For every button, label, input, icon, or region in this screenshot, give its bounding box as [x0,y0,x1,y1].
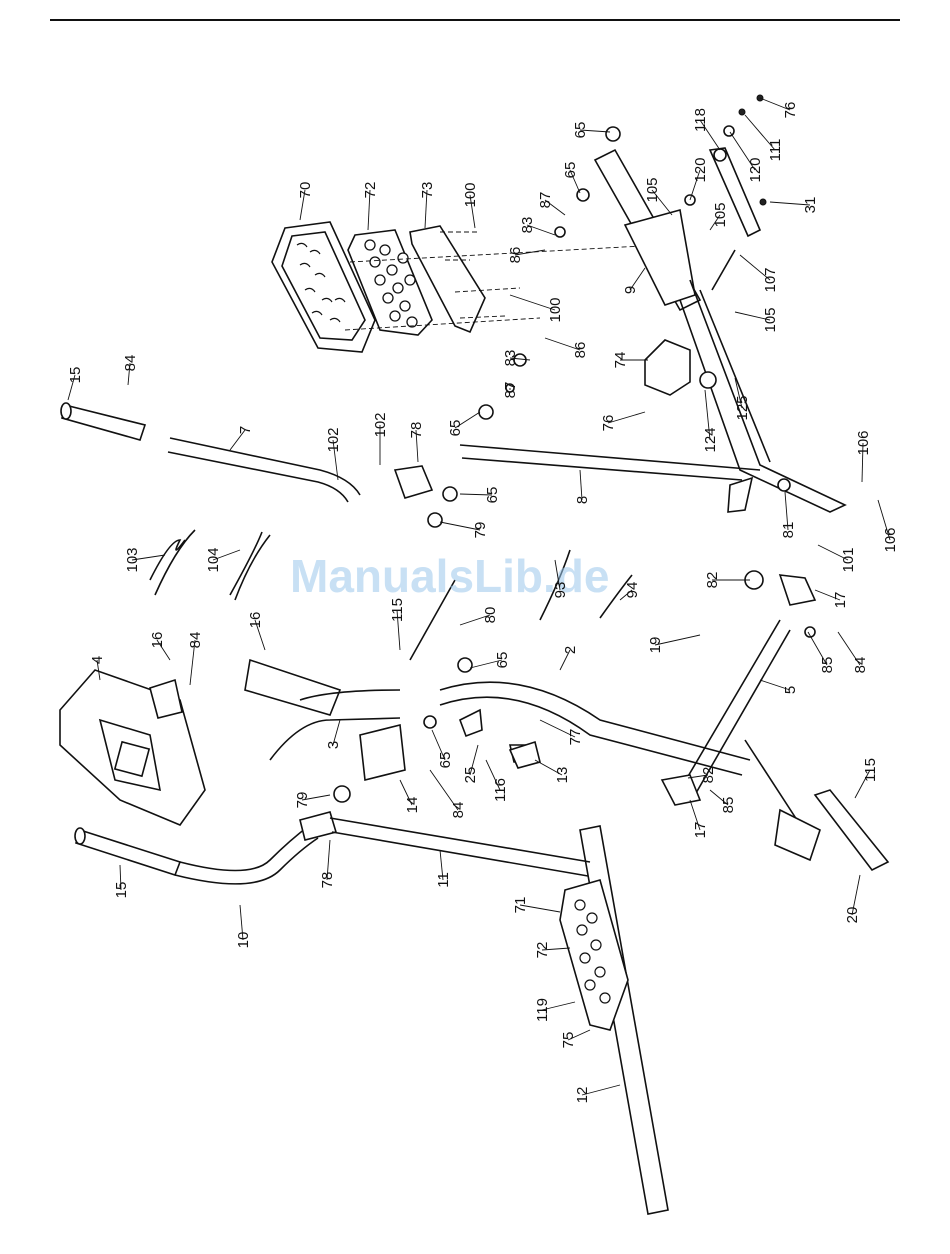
part-number-label: 31 [802,197,819,214]
part-number-label: 106 [855,430,872,455]
part-number-label: 65 [437,752,454,769]
stabilizer-20 [815,790,888,870]
part-number-label: 120 [692,157,709,182]
console-4 [60,670,205,825]
part-number-label: 71 [512,897,529,914]
part-number-label: 105 [712,202,729,227]
part-number-label: 4 [89,656,106,664]
part-number-label: 65 [572,122,589,139]
part-number-label: 5 [782,686,799,694]
part-number-label: 78 [408,422,425,439]
part-number-label: 93 [552,582,569,599]
part-number-label: 17 [692,822,709,839]
part-number-label: 15 [113,882,130,899]
part-number-label: 7 [237,426,254,434]
part-number-label: 17 [832,592,849,609]
part-number-label: 82 [704,572,721,589]
part-number-label: 9 [622,286,639,294]
part-number-label: 81 [780,522,797,539]
part-number-label: 79 [294,792,311,809]
part-number-label: 84 [187,632,204,649]
part-number-label: 2 [562,646,579,654]
part-number-label: 83 [502,350,519,367]
part-number-label: 25 [462,767,479,784]
part-number-label: 20 [844,907,861,924]
part-number-label: 16 [149,632,166,649]
part-number-label: 65 [562,162,579,179]
part-number-label: 65 [484,487,501,504]
part-number-label: 72 [534,942,551,959]
part-number-label: 77 [567,729,584,746]
part-number-label: 84 [852,657,869,674]
part-number-label: 101 [840,547,857,572]
part-number-label: 3 [325,741,342,749]
part-number-label: 65 [494,652,511,669]
part-number-label: 10 [235,932,252,949]
part-number-label: 82 [700,767,717,784]
part-number-label: 78 [319,872,336,889]
part-number-label: 73 [419,182,436,199]
part-number-label: 16 [247,612,264,629]
part-number-label: 19 [647,637,664,654]
part-number-label: 115 [862,758,879,782]
part-number-label: 118 [692,108,709,132]
part-number-label: 13 [554,767,571,784]
misc-hardware [410,580,540,768]
part-number-label: 102 [372,412,389,437]
part-number-label: 14 [404,797,421,814]
part-number-label: 106 [882,527,899,552]
part-number-label: 85 [819,657,836,674]
part-number-label: 76 [782,102,799,119]
part-number-label: 104 [205,547,222,572]
part-number-label: 107 [762,267,779,292]
part-number-label: 12 [574,1087,591,1104]
part-number-label: 102 [325,427,342,452]
part-number-label: 86 [572,342,589,359]
part-number-label: 76 [600,415,617,432]
part-number-label: 86 [507,247,524,264]
part-number-label: 115 [389,598,406,622]
part-number-label: 70 [297,182,314,199]
lower-arm-10-11-12 [75,786,668,1214]
part-number-label: 124 [702,427,719,452]
part-number-label: 74 [612,352,629,369]
part-number-label: 105 [644,177,661,202]
leader-line [580,470,582,500]
part-number-label: 120 [747,157,764,182]
part-number-label: 8 [574,496,591,504]
part-number-label: 84 [122,355,139,372]
part-number-label: 65 [447,420,464,437]
part-number-label: 87 [537,192,554,209]
part-number-label: 15 [67,367,84,384]
shield-74 [645,340,690,395]
part-number-label: 119 [534,998,551,1022]
part-number-label: 105 [762,307,779,332]
part-number-label: 125 [734,395,751,420]
part-number-label: 75 [560,1032,577,1049]
part-number-label: 84 [450,802,467,819]
part-number-label: 72 [362,182,379,199]
pedal-71-assembly [560,880,628,1030]
part-number-label: 83 [519,217,536,234]
part-number-label: 11 [435,872,452,888]
part-number-label: 79 [472,522,489,539]
part-number-label: 94 [624,582,641,599]
part-number-label: 111 [767,139,784,162]
part-number-label: 87 [502,382,519,399]
part-number-label: 100 [547,297,564,322]
part-number-label: 85 [720,797,737,814]
part-number-label: 116 [492,778,509,802]
part-number-label: 100 [462,182,479,207]
part-number-label: 103 [124,547,141,572]
part-number-label: 80 [482,607,499,624]
